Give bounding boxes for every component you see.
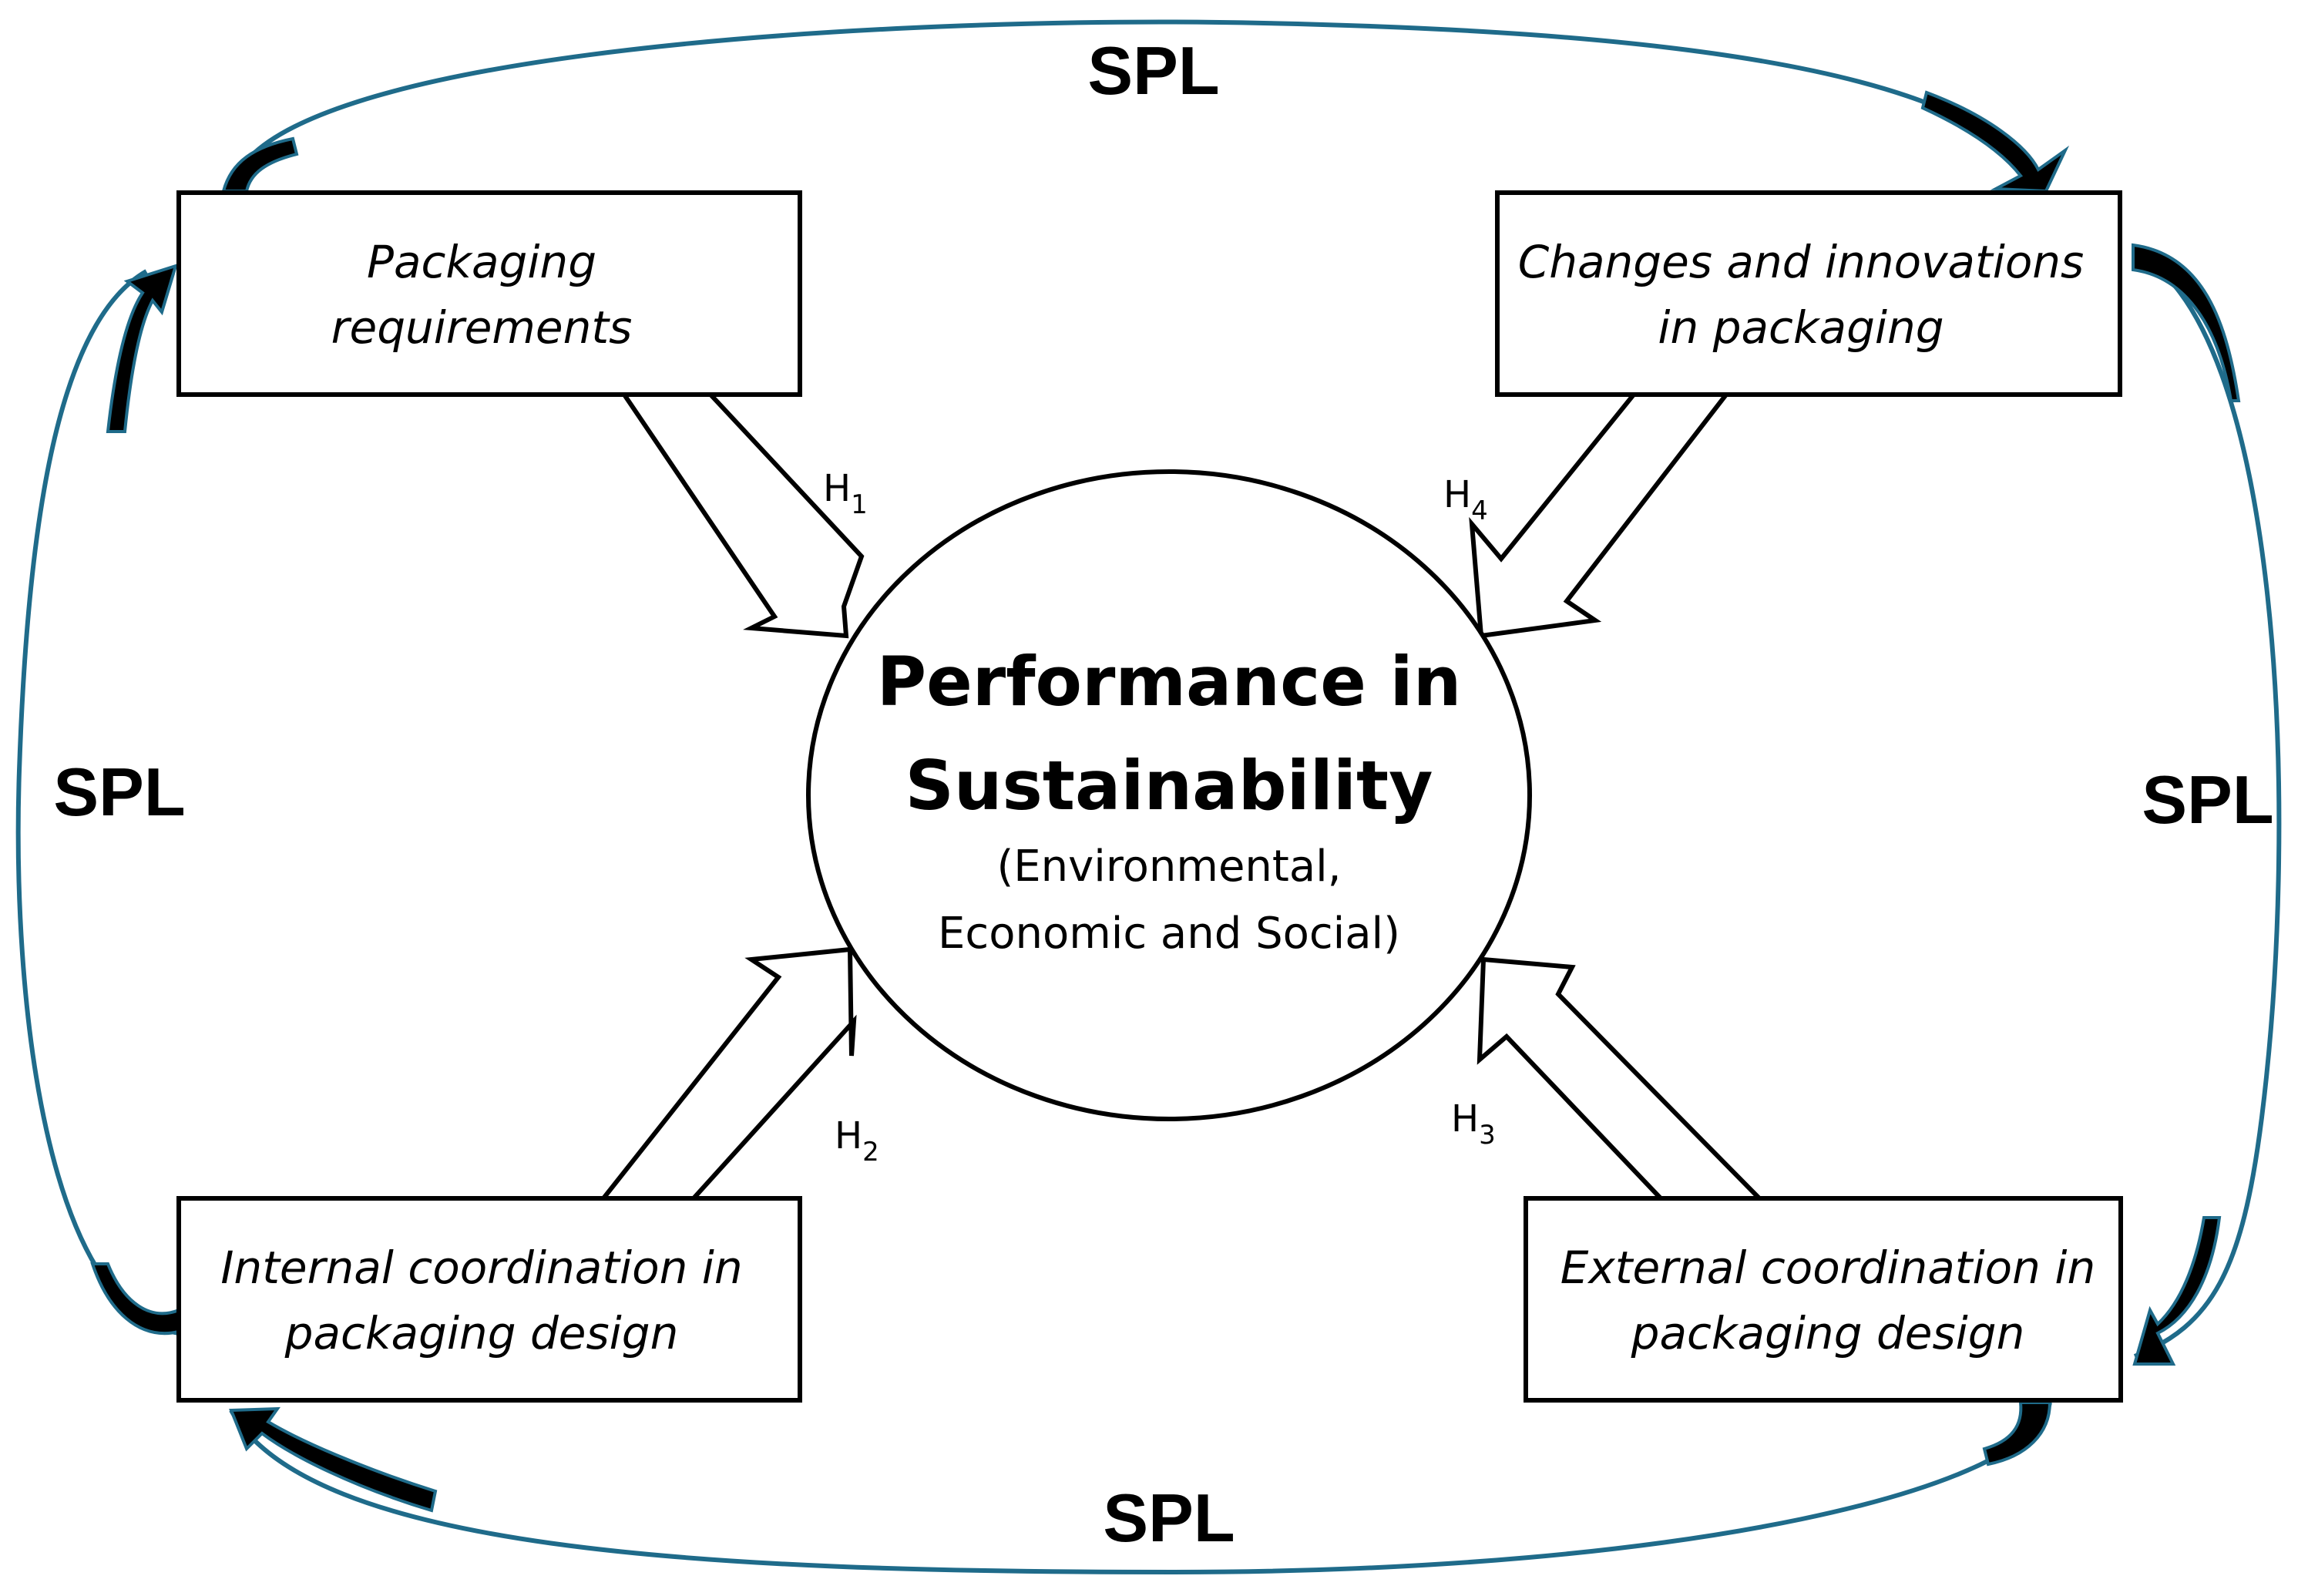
box-packaging-requirements-line1: Packaging [367,236,596,288]
box-packaging-requirements: Packaging requirements [176,190,802,397]
arrow-h3 [1477,956,1765,1201]
spl-loop-left [15,269,180,1336]
label-h3: H3 [1451,1097,1496,1151]
box-external-coordination-line2: packaging design [1631,1307,2025,1359]
spl-arrow-top-right [1920,90,2070,193]
arrow-h1 [620,392,865,639]
spl-arrow-bottom-head [229,1406,438,1513]
spl-arrow-right-head [2132,1216,2222,1366]
box-changes-innovations: Changes and innovations in packaging [1495,190,2122,397]
spl-arrow-right-bottom [2132,243,2241,402]
spl-label-top: SPL [1087,32,1219,109]
spl-arrow-left-bottom [90,1262,180,1336]
center-sub-line1: (Environmental, [996,842,1341,892]
spl-loop-right [2133,250,2282,1359]
center-title-line2: Sustainability [905,746,1433,825]
box-external-coordination: External coordination in packaging desig… [1524,1196,2123,1403]
spl-label-bottom: SPL [1103,1480,1235,1556]
box-packaging-requirements-line2: requirements [331,301,633,354]
spl-label-right: SPL [2142,761,2273,838]
box-internal-coordination: Internal coordination in packaging desig… [176,1196,802,1403]
center-sub-line2: Economic and Social) [938,909,1400,959]
arrow-h2 [598,946,857,1201]
label-h2: H2 [835,1114,879,1168]
box-changes-innovations-line2: in packaging [1658,301,1943,354]
box-changes-innovations-line1: Changes and innovations [1518,236,2085,288]
spl-arrow-top-left [221,136,299,193]
label-h4: H4 [1443,473,1488,526]
spl-label-left: SPL [53,754,185,830]
box-internal-coordination-line1: Internal coordination in [220,1242,742,1294]
spl-arrow-bottom-left [1982,1401,2052,1467]
spl-loop-bottom [229,1402,2052,1575]
box-external-coordination-line1: External coordination in [1561,1242,2095,1294]
center-title-line1: Performance in [877,642,1462,721]
spl-arrow-left-head [106,263,179,433]
center-performance: Performance in Sustainability (Environme… [806,469,1532,1121]
label-h1: H1 [823,467,868,520]
arrow-h4 [1469,392,1732,639]
spl-loop [15,19,2282,1575]
box-internal-coordination-line2: packaging design [284,1307,679,1359]
spl-loop-top [229,19,2044,192]
